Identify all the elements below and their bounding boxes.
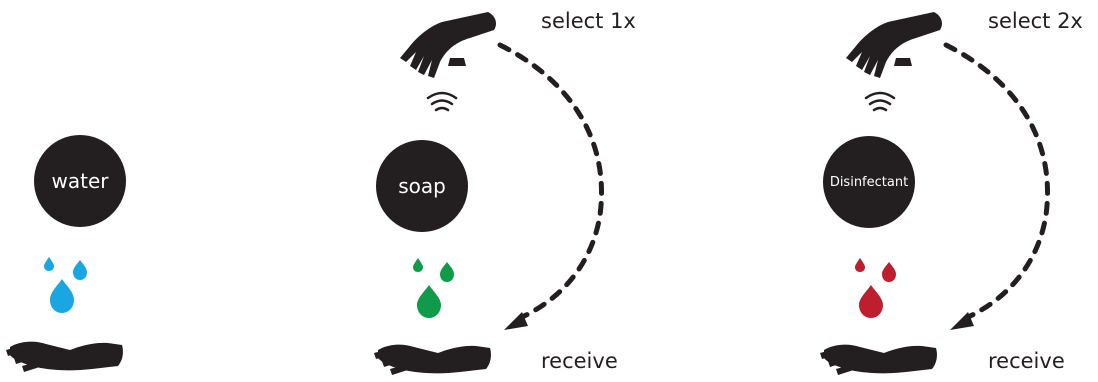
wireless-signal-icon [864,91,896,112]
open-hand-icon [6,341,123,372]
disinfectant-panel: Disinfectant select 2x receive [806,0,1098,382]
receive-caption: receive [988,349,1065,373]
soap-drops-icon [413,258,454,318]
select-caption: select 2x [988,9,1083,33]
wireless-signal-icon [426,91,458,112]
receive-caption: receive [541,349,618,373]
water-label: water [51,169,109,193]
soap-label: soap [398,174,446,198]
water-panel: water [0,0,160,382]
open-hand-icon [374,344,491,375]
soap-dispenser-button[interactable]: soap [376,140,468,232]
water-dispenser-button[interactable]: water [34,135,126,227]
hand-above-icon [846,12,942,78]
select-caption: select 1x [541,9,636,33]
water-drops-icon [44,257,87,313]
soap-panel: soap select 1x receive [360,0,660,382]
disinfectant-drops-icon [855,258,896,318]
dashed-cycle-arrow [497,42,604,330]
disinfectant-label: Disinfectant [829,174,909,190]
disinfectant-dispenser-button[interactable]: Disinfectant [823,136,915,228]
hand-above-icon [400,12,496,78]
open-hand-icon [820,344,937,375]
dashed-cycle-arrow [943,42,1050,330]
